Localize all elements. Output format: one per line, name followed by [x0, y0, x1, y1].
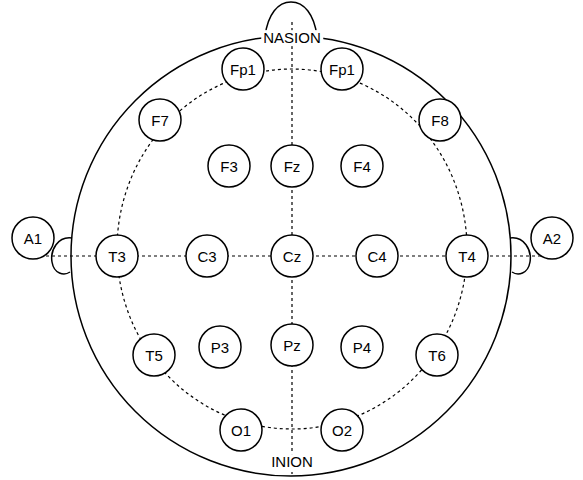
- electrode-label: T6: [428, 348, 446, 363]
- electrode-circle: F4: [340, 144, 384, 188]
- electrode-label: C4: [367, 249, 386, 264]
- electrode-circle: T5: [132, 333, 176, 377]
- electrode-ring: [356, 235, 398, 277]
- electrode-label: P3: [211, 340, 229, 355]
- electrode-circle: O1: [219, 408, 263, 452]
- electrode-label: O1: [231, 423, 251, 438]
- electrode-ring: [139, 99, 181, 141]
- electrode-circle: T4: [445, 234, 489, 278]
- electrode-circle: A2: [530, 216, 574, 260]
- electrode-label: T4: [458, 249, 476, 264]
- electrode-ring: [186, 235, 228, 277]
- electrode-label: Fz: [284, 159, 301, 174]
- electrode-circle: P4: [340, 325, 384, 369]
- electrode-label: O2: [332, 423, 352, 438]
- electrode-label: C3: [197, 249, 216, 264]
- guide-ellipse: [117, 69, 467, 429]
- electrode-ring: [341, 326, 383, 368]
- electrode-ring: [271, 145, 313, 187]
- electrode-ring: [133, 334, 175, 376]
- electrode-ring: [531, 217, 573, 259]
- electrode-ring: [419, 99, 461, 141]
- electrode-circle: T3: [95, 234, 139, 278]
- electrode-ring: [199, 326, 241, 368]
- electrode-ring: [12, 217, 54, 259]
- electrode-label: F8: [431, 113, 449, 128]
- electrode-circle: Pz: [270, 323, 314, 367]
- electrode-circle: Cz: [270, 234, 314, 278]
- electrode-circle: F8: [418, 98, 462, 142]
- electrode-label: T3: [108, 249, 126, 264]
- electrode-circle: F3: [207, 144, 251, 188]
- electrode-circle: F7: [138, 98, 182, 142]
- landmark-label: INION: [269, 454, 315, 470]
- electrode-ring: [220, 409, 262, 451]
- electrode-circle: P3: [198, 325, 242, 369]
- electrode-ring: [271, 235, 313, 277]
- electrode-circle: C3: [185, 234, 229, 278]
- electrode-label: Fp1: [230, 62, 256, 77]
- electrode-label: A2: [543, 231, 561, 246]
- electrode-circle: O2: [320, 408, 364, 452]
- electrode-label: P4: [353, 340, 371, 355]
- electrode-circle: C4: [355, 234, 399, 278]
- electrode-label: F3: [220, 159, 238, 174]
- electrode-label: F4: [353, 159, 371, 174]
- electrode-label: Fp1: [329, 62, 355, 77]
- electrode-ring: [446, 235, 488, 277]
- electrode-label: Pz: [283, 338, 301, 353]
- electrode-circle: T6: [415, 333, 459, 377]
- electrode-ring: [96, 235, 138, 277]
- electrode-circle: Fp1: [320, 47, 364, 91]
- electrode-ring: [321, 48, 363, 90]
- electrode-ring: [271, 324, 313, 366]
- electrode-label: T5: [145, 348, 163, 363]
- electrode-ring: [208, 145, 250, 187]
- electrode-ring: [321, 409, 363, 451]
- electrode-ring: [222, 48, 264, 90]
- electrode-ring: [416, 334, 458, 376]
- electrode-label: A1: [24, 231, 42, 246]
- electrode-label: Cz: [283, 249, 301, 264]
- electrode-circle: A1: [11, 216, 55, 260]
- electrode-circle: Fp1: [221, 47, 265, 91]
- electrode-circle: Fz: [270, 144, 314, 188]
- electrode-ring: [341, 145, 383, 187]
- electrode-label: F7: [151, 113, 169, 128]
- landmark-label: NASION: [261, 30, 323, 46]
